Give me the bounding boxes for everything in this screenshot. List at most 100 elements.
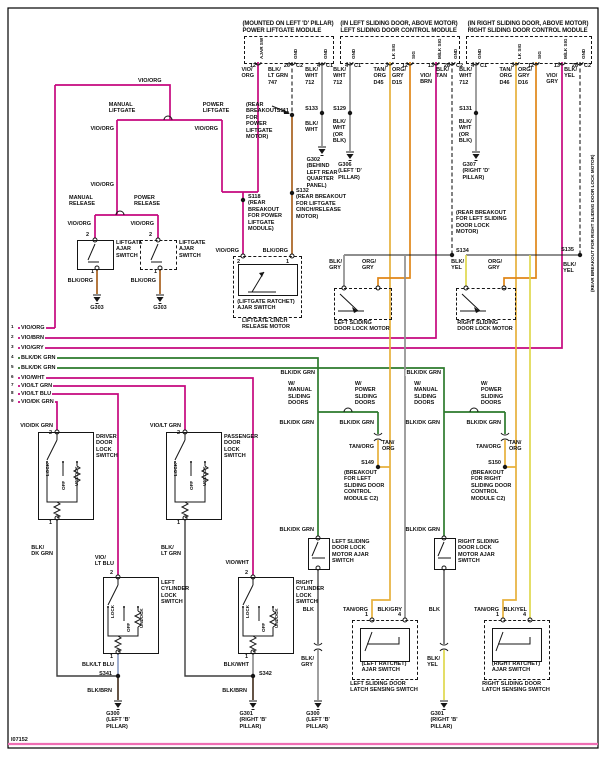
label-line: BLK/DK GRN [466, 420, 501, 426]
splice-dot [502, 464, 508, 470]
label-line: GRY [329, 265, 341, 272]
label-line: BLK/GRY [377, 607, 402, 613]
label-line: FOR POWER [248, 213, 282, 220]
wire-label: ORG/GRY [362, 259, 376, 272]
label-line: DRIVER [96, 434, 117, 440]
label-line: UNLOCK [274, 608, 279, 628]
label-line: DOOR LOCK MOTOR [334, 326, 390, 333]
ground-symbol [318, 146, 326, 156]
right-sliding-door-latch-sensing-switch [484, 620, 550, 680]
splice-s134-label: S134 [456, 248, 469, 254]
right-sliding-door-control-module [466, 36, 592, 64]
label-line: POWER [246, 121, 267, 128]
label-line: LATCH SENSING SWITCH [350, 687, 418, 694]
wire-label: VIO/ORG [241, 67, 254, 80]
splice-dot [449, 252, 455, 258]
label-line: BLK/ [160, 545, 174, 551]
label-line: 8 [11, 390, 14, 395]
wire-label: BLK/LT BLU [82, 662, 114, 668]
label-line: S118 [248, 194, 261, 200]
ground-label: G306(LEFT 'D'PILLAR) [338, 162, 362, 181]
pin-connector: C1 [326, 63, 334, 69]
label-line: LT GRN [160, 551, 181, 558]
label-line: WHT [333, 73, 346, 80]
label-line: BLK/ORG [130, 278, 156, 284]
splice-dot [347, 110, 353, 116]
label-line: DOOR [224, 440, 241, 447]
label-line: ORG [241, 73, 254, 80]
label-line: BLK/DK GRN [279, 420, 314, 426]
label-line: TAN [436, 73, 448, 80]
label-line: LOCK [96, 446, 112, 453]
label-line: G303 [153, 305, 167, 311]
pin-arc [346, 61, 354, 66]
label-line: VIO/WHT [225, 560, 249, 566]
label-line: RELEASE MOTOR [242, 324, 290, 331]
wire-label: OFF [126, 623, 131, 632]
label-line: BLK/ [459, 67, 472, 73]
junction-hop [469, 407, 479, 413]
label-line: 4 [522, 612, 526, 618]
power-liftgate-module [244, 36, 334, 64]
pin-signal: LK SIG [517, 43, 522, 59]
label-line: BLK/BRN [222, 688, 247, 694]
wire-label: VIO/DK GRN [20, 423, 53, 429]
label-line: YEL [451, 265, 462, 272]
wire-label: VIO/ORG [138, 78, 162, 84]
wire-label: 3 [11, 344, 14, 349]
pin-signal: GND [477, 48, 482, 59]
wire-label: BLK/YEL [427, 656, 440, 669]
label-line: GRY [487, 265, 500, 272]
label-line: (BREAKOUT [471, 470, 504, 476]
label-line: VIO/DK GRN [20, 423, 53, 429]
label-line: PILLAR) [462, 174, 485, 181]
bus-label-1: VIO/ORG [20, 325, 46, 332]
label-line: G302 [306, 157, 321, 163]
label-line: WHT [458, 125, 472, 132]
label-line: (BEHIND [306, 163, 330, 170]
label-line: 6 [11, 374, 14, 379]
label-line: 1 [90, 269, 94, 275]
wire-label: BLK/DK GRN [279, 527, 314, 533]
wire-ground-runs [56, 518, 253, 677]
splice-dot [289, 112, 295, 118]
wire-label: 2 [86, 232, 89, 238]
label-line: LIFTGATE [246, 127, 273, 134]
label-line: BRN [420, 79, 432, 86]
wire-blk-org [96, 115, 293, 294]
pin-signal: GND [453, 48, 458, 59]
label-line: ORG [373, 73, 386, 80]
pin-number: 3 [510, 63, 514, 69]
wire-label: VIO/ORG [67, 221, 91, 227]
switch-internal-icon [242, 577, 278, 653]
contact-dot [272, 606, 274, 608]
label-line: SLIDING [414, 393, 437, 400]
label-line: DOORS [480, 400, 502, 407]
label-line: MODULE C2) [471, 495, 506, 502]
label-line: 1 [495, 612, 499, 618]
wire-dashed [291, 62, 581, 255]
inline-connector-icon [439, 642, 449, 646]
wire-label: OFF [261, 623, 266, 632]
label-line: (BREAKOUT [344, 470, 377, 476]
label-line: UNLOCK [202, 466, 207, 486]
ground-symbol [314, 700, 322, 710]
label-line: S129 [333, 106, 346, 112]
label-line: SWITCH [224, 453, 246, 460]
wire-label: BLK/LT GRN [161, 545, 181, 558]
label-line: 1 [48, 520, 52, 526]
label-line: VIO/LT GRN [21, 383, 53, 389]
label-line: BLK/ [305, 67, 318, 73]
label-line: (RIGHT 'B' [430, 717, 458, 724]
label-line: S134 [456, 248, 469, 254]
splice-dot [240, 197, 246, 203]
pin-connector: C2 [456, 63, 464, 69]
pin-number: 12 [249, 63, 256, 69]
left-sliding-door-lock-motor [334, 288, 392, 320]
label-line: PILLAR) [430, 723, 453, 730]
splice-s150-label: S150 [488, 460, 501, 466]
label-line: AJAR SWITCH [361, 667, 400, 674]
wire-label: BLK/YEL [563, 262, 576, 275]
